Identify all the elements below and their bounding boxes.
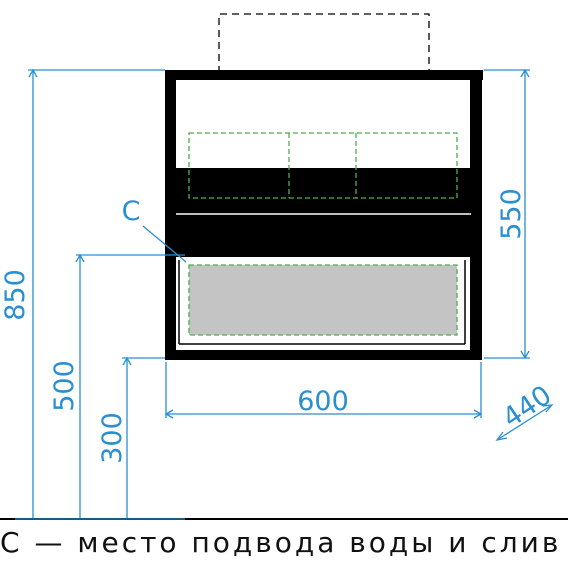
depth-label: 440 (497, 380, 557, 435)
dimension-height-upper (484, 68, 530, 360)
total-height-label: 850 (0, 269, 31, 321)
sink-outline (218, 13, 430, 73)
drawer-basket (188, 264, 458, 336)
dimension-height-low (122, 356, 165, 519)
marker-leader (142, 225, 187, 263)
cabinet-body (165, 70, 483, 360)
caption-text: С — место подвода воды и слив (0, 526, 562, 559)
dimension-depth (495, 404, 554, 441)
dimension-width (164, 362, 483, 419)
dimension-total-height (28, 68, 165, 519)
organizer-hidden (188, 132, 458, 199)
height-mid-label: 500 (49, 360, 80, 412)
height-upper-label: 550 (496, 188, 527, 240)
width-label: 600 (297, 386, 349, 417)
height-low-label: 300 (97, 412, 128, 464)
marker-c: C (122, 196, 141, 227)
dimension-height-mid (75, 253, 185, 519)
